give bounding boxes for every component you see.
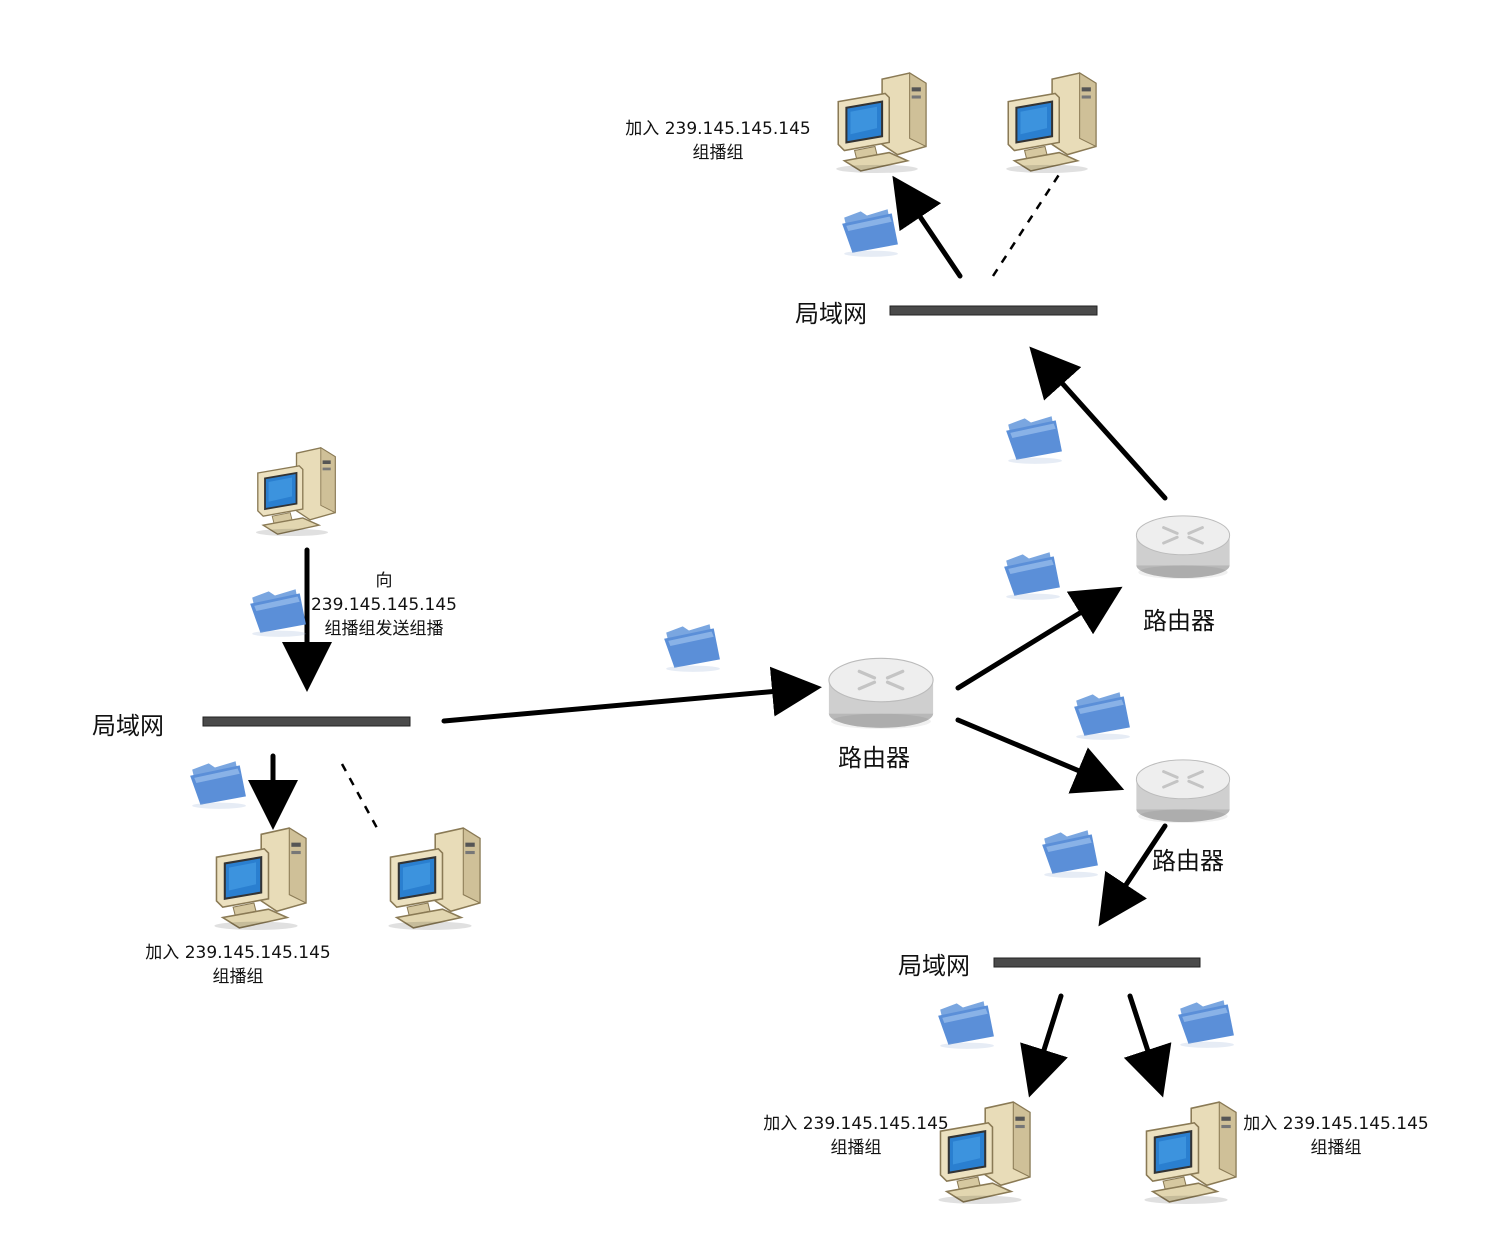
send-label-line3: 组播组发送组播: [325, 619, 444, 639]
arrow-lan-bottom-to-member-left: [1020, 993, 1068, 1098]
router-label-bottom-right: 路由器: [1152, 847, 1224, 875]
join-label-bottom-left-line2: 组播组: [831, 1138, 882, 1158]
lan-bar-bottom: [993, 957, 1201, 968]
folder-icon: [1042, 830, 1098, 878]
folder-icon: [1006, 416, 1062, 464]
computer-icon: [213, 827, 307, 930]
join-label-bottom-right-line1: 加入 239.145.145.145: [1243, 1114, 1428, 1134]
lan-label-left: 局域网: [92, 712, 164, 740]
arrow-router-to-router-bottom: [955, 717, 1125, 794]
folder-icon: [842, 209, 898, 257]
router-icon: [1134, 758, 1232, 824]
join-label-top-line1: 加入 239.145.145.145: [625, 119, 810, 139]
join-label-bottom-right-line2: 组播组: [1311, 1138, 1362, 1158]
computer-icon: [254, 446, 337, 536]
join-label-left-line1: 加入 239.145.145.145: [145, 943, 330, 963]
join-label-left-line2: 组播组: [213, 967, 264, 987]
computer-icon: [937, 1101, 1031, 1204]
computer-icon: [835, 72, 928, 174]
computer-icon: [1005, 72, 1097, 174]
lan-bar-top: [889, 305, 1098, 316]
computer-icon: [1143, 1101, 1237, 1204]
folder-icon: [938, 1001, 994, 1049]
dashed-link-top: [991, 169, 1064, 277]
join-label-top-line2: 组播组: [693, 143, 744, 163]
folder-icon: [1004, 552, 1060, 600]
folder-icon: [1074, 692, 1130, 740]
join-label-bottom-left-line1: 加入 239.145.145.145: [763, 1114, 948, 1134]
arrow-router-to-lan-bottom: [1098, 823, 1168, 927]
send-label-line2: 239.145.145.145: [311, 595, 457, 615]
folder-icon: [250, 589, 306, 637]
lan-label-bottom: 局域网: [898, 952, 970, 980]
arrow-lan-bottom-to-member-right: [1123, 993, 1172, 1098]
computer-icon: [387, 827, 481, 930]
folder-icon: [190, 761, 246, 809]
folder-icon: [664, 624, 720, 672]
dashed-link-left: [340, 763, 379, 829]
router-label-top-right: 路由器: [1143, 607, 1215, 635]
arrow-router-to-lan-top: [1029, 346, 1168, 501]
send-label-line1: 向: [376, 571, 393, 591]
arrow-lan-to-router: [441, 666, 822, 724]
lan-bar-left: [202, 716, 411, 727]
router-label-center: 路由器: [838, 744, 910, 772]
folder-icon: [1178, 1000, 1234, 1048]
router-icon: [1134, 514, 1232, 580]
router-icon: [827, 656, 935, 730]
arrow-router-to-router-top: [955, 586, 1123, 691]
lan-label-top: 局域网: [795, 300, 867, 328]
arrow-lan-top-to-member: [892, 175, 963, 279]
